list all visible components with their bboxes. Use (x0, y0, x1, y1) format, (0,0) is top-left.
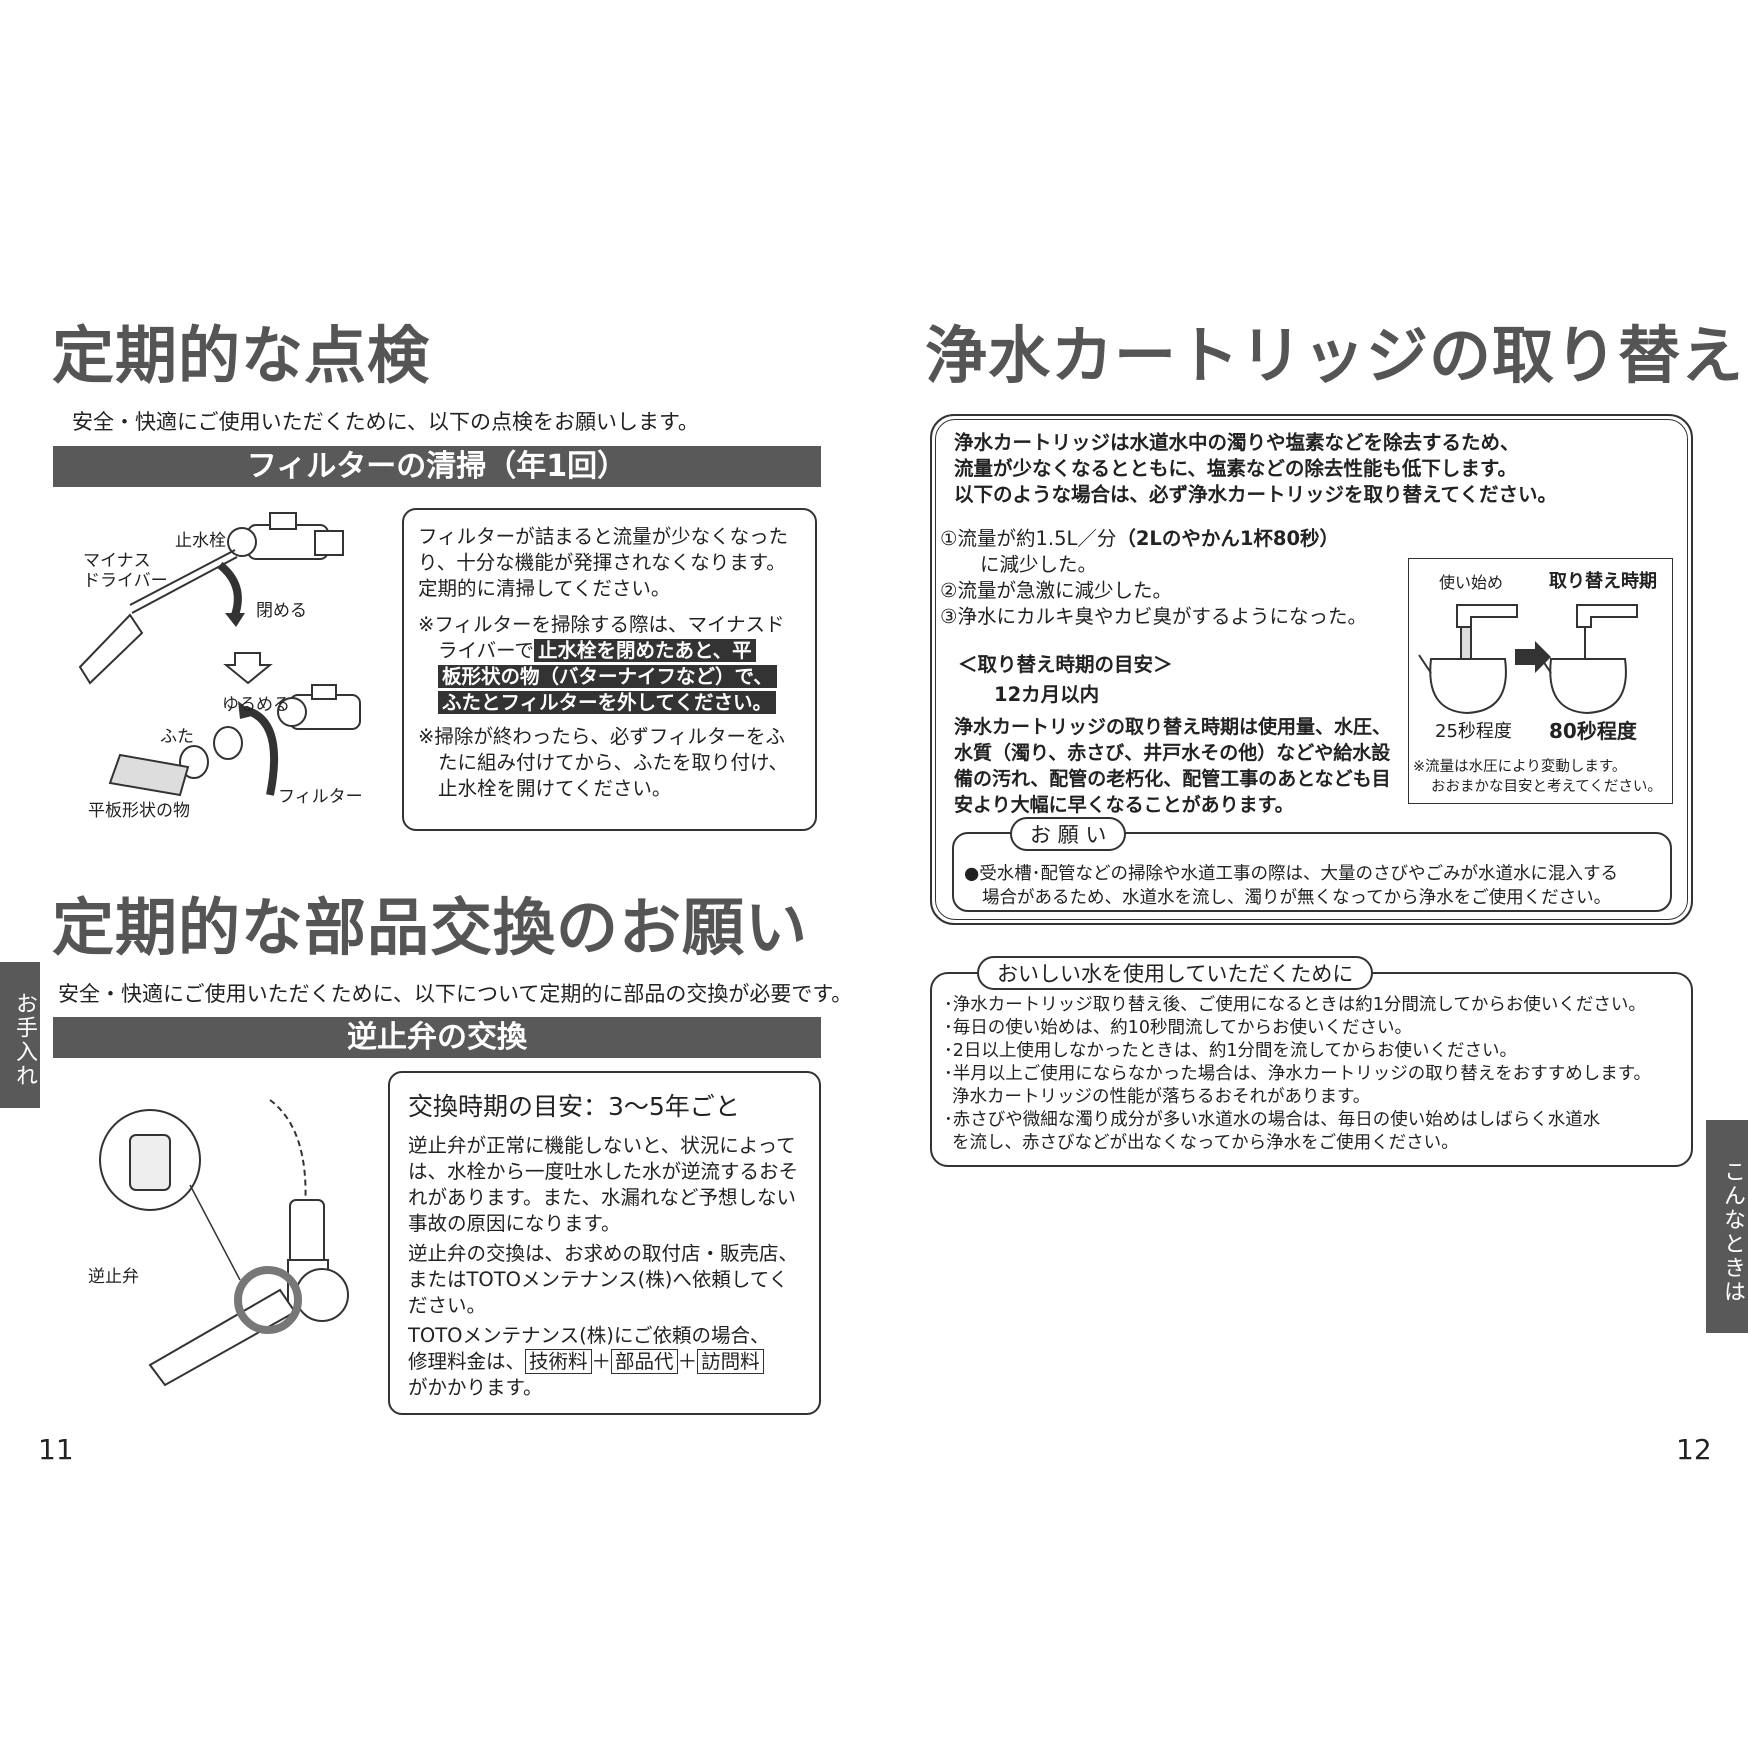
tips-list: ･浄水カートリッジ取り替え後、ご使用になるときは約1分間流してからお使いください… (944, 994, 1681, 1155)
side-tab-troubleshoot[interactable]: こんなときは (1706, 1120, 1748, 1333)
kettle-illustration (1418, 604, 1638, 715)
tip-item: ･半月以上ご使用にならなかった場合は、浄水カートリッジの取り替えをおすすめします… (944, 1064, 1651, 1084)
label-replacement-time: 取り替え時期 (1549, 571, 1657, 592)
valve-info-box: 交換時期の目安：3〜5年ごと 逆止弁が正常に機能しないと、状況によっては、水栓か… (388, 1071, 821, 1415)
filter-info-box: フィルターが詰まると流量が少なくなったり、十分な機能が発揮されなくなります。定期… (402, 508, 817, 831)
check-valve-illustration (99, 1099, 349, 1387)
guide-value: 12カ月以内 (994, 683, 1100, 706)
request-title: お 願 い (1010, 817, 1127, 851)
flow-comparison-figure: 使い始め 取り替え時期 25秒程度 80秒程度 ※流量は水圧により変動します。 … (1408, 558, 1673, 804)
fee-parts: 部品代 (611, 1349, 678, 1374)
section-title-inspection: 定期的な点検 (52, 319, 431, 392)
time-start: 25秒程度 (1435, 721, 1512, 742)
parts-lead: 安全・快適にご使用いただくために、以下について定期的に部品の交換が必要です。 (58, 982, 853, 1006)
label-check-valve: 逆止弁 (88, 1267, 139, 1287)
filter-cleaning-illustration (78, 512, 361, 797)
time-replace: 80秒程度 (1549, 719, 1637, 743)
tips-box: ･浄水カートリッジ取り替え後、ご使用になるときは約1分間流してからお使いください… (930, 972, 1693, 1167)
fee-tech: 技術料 (525, 1349, 592, 1374)
tip-item: を流し、赤さびなどが出なくなってから浄水をご使用ください。 (952, 1133, 1459, 1153)
label-driver-2: ドライバー (83, 571, 168, 591)
guide-title: ＜取り替え時期の目安＞ (958, 653, 1173, 676)
tip-item: 浄水カートリッジの性能が落ちるおそれがあります。 (952, 1087, 1371, 1107)
valve-text-2: 逆止弁の交換は、お求めの取付店・販売店、またはTOTOメンテナンス(株)へ依頼し… (408, 1242, 799, 1317)
cartridge-note: 浄水カートリッジの取り替え時期は使用量、水圧、水質（濁り、赤さび、井戸水その他）… (954, 716, 1392, 816)
valve-interval-title: 交換時期の目安：3〜5年ごと (408, 1092, 740, 1121)
page-number-right: 12 (1676, 1433, 1712, 1466)
fee-visit: 訪問料 (697, 1349, 764, 1374)
cartridge-conditions: ①流量が約1.5L／分（2Lのやかん1杯80秒） に減少した。 ②流量が急激に減… (940, 527, 1367, 628)
tip-item: ･浄水カートリッジ取り替え後、ご使用になるときは約1分間流してからお使いください… (944, 995, 1646, 1015)
section-title-cartridge: 浄水カートリッジの取り替え (925, 319, 1745, 392)
label-start-of-use: 使い始め (1439, 573, 1504, 592)
label-stopcock: 止水栓 (175, 531, 226, 551)
label-cap: ふた (160, 727, 194, 747)
filter-note-1: ※フィルターを掃除する際は、マイナスドライバーで止水栓を閉めたあと、平板形状の物… (418, 613, 785, 714)
request-box: ●受水槽･配管などの掃除や水道工事の際は、大量のさびやごみが水道水に混入する 場… (952, 832, 1672, 912)
request-body: ●受水槽･配管などの掃除や水道工事の際は、大量のさびやごみが水道水に混入する 場… (964, 864, 1619, 908)
fig-caption-1: ※流量は水圧により変動します。 (1413, 759, 1627, 775)
filter-note-2: ※掃除が終わったら、必ずフィルターをふたに組み付けてから、ふたを取り付け、止水栓… (418, 725, 789, 800)
inspection-lead: 安全・快適にご使用いただくために、以下の点検をお願いします。 (72, 410, 699, 434)
cartridge-main-box: 浄水カートリッジは水道水中の濁りや塩素などを除去するため、 流量が少なくなるとと… (930, 414, 1693, 925)
label-filter: フィルター (278, 787, 363, 807)
label-flat-tool: 平板形状の物 (88, 801, 190, 821)
label-close: 閉める (256, 601, 307, 621)
tip-item: ･2日以上使用しなかったときは、約1分間を流してからお使いください。 (944, 1041, 1517, 1061)
label-driver-1: マイナス (83, 551, 151, 571)
side-tab-care[interactable]: お手入れ (0, 962, 40, 1108)
valve-replacement-bar: 逆止弁の交換 (53, 1017, 821, 1058)
filter-info-text: フィルターが詰まると流量が少なくなったり、十分な機能が発揮されなくなります。定期… (418, 525, 789, 600)
section-title-parts: 定期的な部品交換のお願い (52, 891, 809, 964)
tips-title: おいしい水を使用していただくために (977, 956, 1374, 990)
fig-caption-2: おおまかな目安と考えてください。 (1431, 779, 1662, 795)
cartridge-intro: 浄水カートリッジは水道水中の濁りや塩素などを除去するため、 流量が少なくなるとと… (954, 431, 1557, 506)
tip-item: ･赤さびや微細な濁り成分が多い水道水の場合は、毎日の使い始めはしばらく水道水 (944, 1110, 1601, 1130)
page-number-left: 11 (38, 1433, 74, 1466)
filter-cleaning-bar: フィルターの清掃（年1回） (53, 446, 821, 487)
tip-item: ･毎日の使い始めは、約10秒間流してからお使いください。 (944, 1018, 1412, 1038)
valve-text-1: 逆止弁が正常に機能しないと、状況によっては、水栓から一度吐水した水が逆流するおそ… (408, 1134, 799, 1235)
valve-text-3: TOTOメンテナンス(株)にご依頼の場合、修理料金は、技術料＋部品代＋訪問料がか… (408, 1324, 770, 1399)
label-loosen: ゆるめる (222, 695, 290, 715)
